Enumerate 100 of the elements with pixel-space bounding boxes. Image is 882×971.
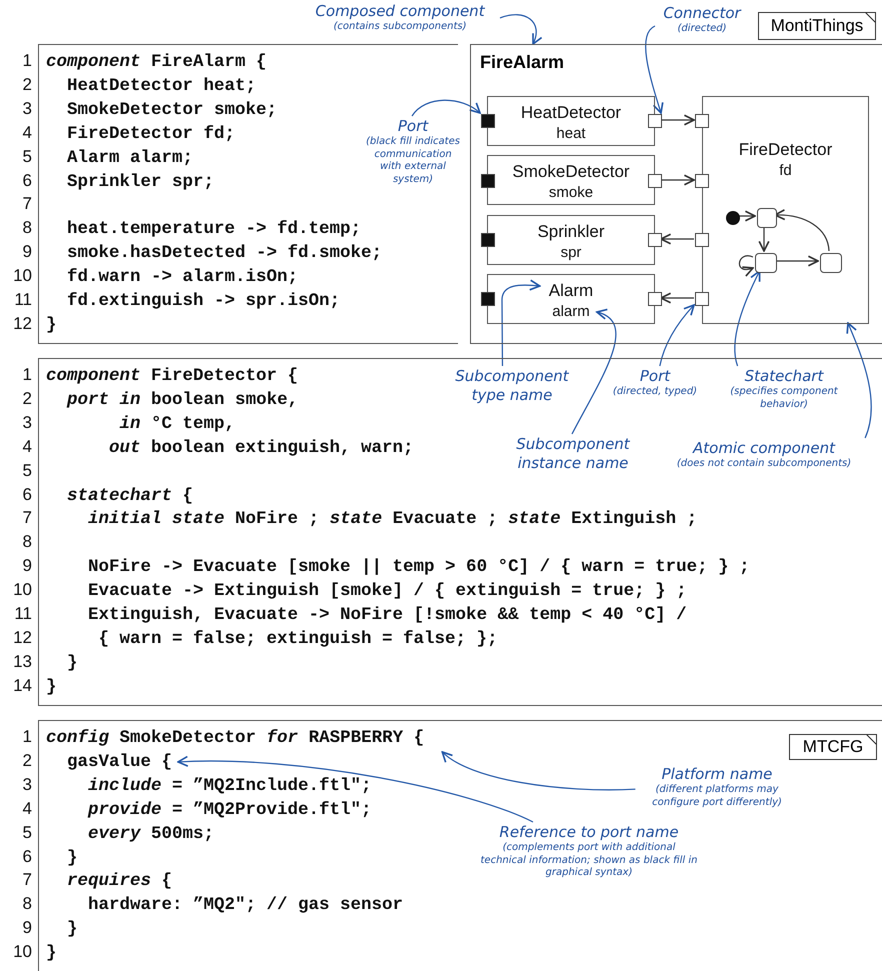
component-type-name: Alarm — [548, 280, 594, 302]
code-line: FireDetector fd; — [67, 122, 236, 146]
code-line: component FireDetector { — [46, 365, 298, 388]
line-number: 7 — [22, 507, 32, 530]
transition-arrow — [758, 226, 770, 252]
annotation-arrow — [177, 756, 534, 823]
line-number: 7 — [22, 193, 32, 216]
line-number: 10 — [12, 265, 32, 288]
line-number: 5 — [22, 146, 32, 168]
code-panel — [38, 358, 882, 706]
annotation-title: Platform name — [660, 765, 774, 784]
line-number: 8 — [22, 893, 32, 916]
code-line: } — [46, 942, 57, 966]
transition-arrow — [738, 255, 754, 276]
code-line: fd.extinguish -> spr.isOn; — [67, 290, 340, 313]
annotation-arrow — [659, 304, 695, 366]
annotation-title: Subcomponent type name — [454, 367, 570, 405]
line-number: 4 — [22, 436, 32, 458]
line-number: 5 — [22, 460, 32, 482]
component-instance-name: fd — [778, 161, 793, 181]
code-panel — [38, 44, 458, 344]
line-number: 2 — [22, 750, 32, 772]
line-number: 11 — [13, 603, 32, 625]
line-number: 3 — [22, 98, 32, 120]
code-line: NoFire -> Evacuate [smoke || temp > 60 °C] / { warn = true; } ; — [88, 556, 750, 580]
line-number: 8 — [22, 217, 32, 240]
line-number: 10 — [12, 579, 32, 602]
code-line: Extinguish, Evacuate -> NoFire [!smoke && temp < 40 °C] / — [88, 604, 687, 627]
annotation-title: Port — [638, 367, 672, 386]
port — [695, 114, 709, 128]
code-line: heat.temperature -> fd.temp; — [67, 218, 362, 242]
line-number: 8 — [22, 531, 32, 554]
port — [648, 114, 662, 128]
external-port — [481, 233, 495, 247]
external-port — [481, 174, 495, 188]
line-number: 12 — [12, 312, 32, 335]
line-number: 3 — [22, 412, 32, 434]
connector-arrow — [661, 174, 695, 186]
code-line: hardware: ”MQ2"; // gas sensor — [88, 894, 404, 918]
code-line: port in boolean smoke, — [67, 388, 298, 412]
line-number: 6 — [22, 484, 32, 506]
subcomponent-box — [487, 96, 655, 146]
code-line: { warn = false; extinguish = false; }; — [98, 628, 498, 651]
transition-arrow — [738, 210, 756, 222]
annotation-note: (contains subcomponents) — [332, 21, 468, 34]
annotation-note: (directed) — [676, 23, 728, 36]
annotation-title: Composed component — [314, 2, 486, 21]
component-instance-name: smoke — [548, 183, 594, 203]
code-line: gasValue { — [67, 750, 172, 774]
line-number: 2 — [22, 74, 32, 96]
code-line: in °C temp, — [120, 412, 236, 436]
component-type-name: SmokeDetector — [511, 161, 631, 183]
annotation-title: Subcomponent instance name — [515, 435, 631, 473]
code-line: } — [67, 918, 78, 942]
component-instance-name: alarm — [551, 302, 591, 322]
annotation-arrow — [571, 310, 616, 434]
code-line: } — [46, 314, 57, 337]
language-tag: MontiThings — [758, 12, 876, 40]
code-line: smoke.hasDetected -> fd.smoke; — [67, 242, 382, 266]
line-number: 9 — [22, 241, 32, 264]
connector-arrow — [661, 114, 695, 126]
line-number: 10 — [12, 941, 32, 964]
line-number: 1 — [22, 50, 32, 72]
state-box — [755, 253, 777, 273]
component-instance-name: heat — [555, 124, 587, 144]
code-panel — [38, 720, 882, 971]
line-number: 1 — [22, 726, 32, 748]
annotation-title: Atomic component — [691, 439, 836, 458]
annotation-arrow — [500, 14, 542, 45]
annotation-title: Reference to port name — [498, 823, 680, 842]
line-number: 5 — [22, 822, 32, 844]
atomic-component-box — [702, 96, 869, 324]
code-line: component FireAlarm { — [46, 51, 267, 74]
subcomponent-box — [487, 274, 655, 324]
external-port — [481, 114, 495, 128]
annotation-title: Statechart — [744, 367, 825, 386]
annotation-arrow — [441, 751, 636, 790]
code-line: Evacuate -> Extinguish [smoke] / { extinguish = true; } ; — [88, 580, 687, 604]
annotation-note: (black fill indicates communication with external system) — [365, 136, 461, 186]
port — [648, 292, 662, 306]
code-line: SmokeDetector smoke; — [67, 98, 278, 122]
annotation-note: (specifies component behavior) — [729, 386, 839, 411]
code-line: requires { — [67, 870, 172, 894]
initial-state-dot — [726, 211, 740, 225]
code-line: config SmokeDetector for RASPBERRY { — [46, 727, 424, 750]
connector-arrow — [660, 292, 694, 304]
line-number: 4 — [22, 122, 32, 144]
annotation-arrow — [645, 26, 664, 114]
subcomponent-box — [487, 215, 655, 265]
annotation-note: (directed, typed) — [612, 386, 698, 398]
state-box — [820, 253, 842, 273]
line-number: 2 — [22, 388, 32, 410]
code-line: include = ”MQ2Include.ftl"; — [88, 774, 372, 798]
state-box — [757, 208, 777, 228]
line-number: 14 — [12, 674, 32, 697]
annotation-note: (complements port with additional technical information; shown as black fill in graphical syntax) — [480, 842, 698, 880]
language-tag: MTCFG — [789, 734, 877, 760]
code-line: fd.warn -> alarm.isOn; — [67, 266, 298, 290]
annotation-arrow — [412, 100, 481, 116]
annotation-title: Port — [396, 117, 430, 136]
